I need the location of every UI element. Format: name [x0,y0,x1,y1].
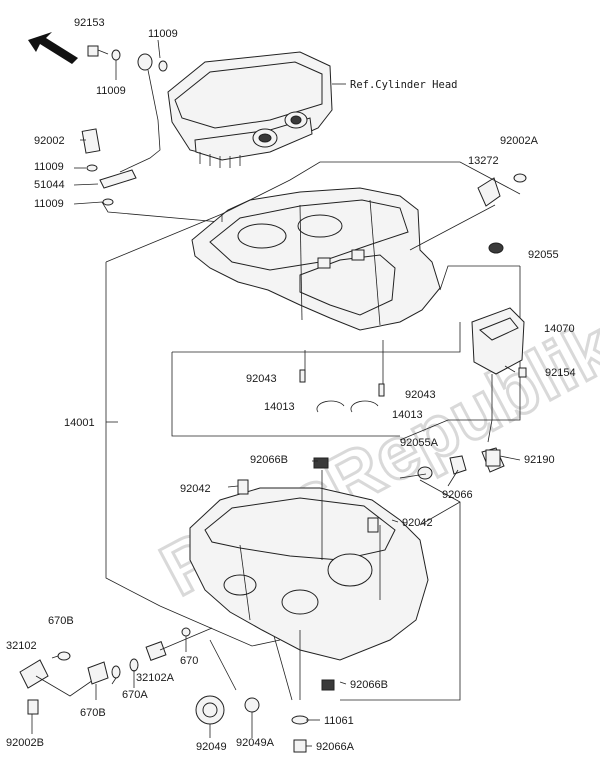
part-label-670A[interactable]: 670A [122,689,148,701]
part-label-92042-a[interactable]: 92042 [180,483,211,495]
part-label-92066B-b[interactable]: 92066B [350,679,388,691]
part-label-92049[interactable]: 92049 [196,741,227,753]
part-label-92042-b[interactable]: 92042 [402,517,433,529]
part-label-11009-b[interactable]: 11009 [96,85,126,97]
part-label-92055A[interactable]: 92055A [400,437,439,449]
part-label-14013-b[interactable]: 14013 [392,409,423,421]
part-label-92190[interactable]: 92190 [524,454,555,466]
front-direction-arrow-icon [28,32,78,64]
part-label-11061[interactable]: 11061 [324,715,354,727]
part-label-11009-d[interactable]: 11009 [34,198,64,210]
part-label-670B-a[interactable]: 670B [48,615,74,627]
part-label-92043-a[interactable]: 92043 [246,373,277,385]
part-label-92154[interactable]: 92154 [545,367,576,379]
breather-cover-drawing [471,307,527,473]
upper-crankcase-drawing [191,187,441,331]
part-label-670[interactable]: 670 [180,655,198,667]
part-label-92002B[interactable]: 92002B [6,737,44,749]
part-label-92049A[interactable]: 92049A [236,737,275,749]
part-label-51044[interactable]: 51044 [34,179,65,191]
cylinder-head-drawing [167,51,333,168]
part-label-14070[interactable]: 14070 [544,323,575,335]
part-label-11009-a[interactable]: 11009 [148,28,178,40]
part-label-32102A[interactable]: 32102A [136,672,175,684]
part-label-92066B-a[interactable]: 92066B [250,454,288,466]
part-label-92002A[interactable]: 92002A [500,135,539,147]
part-label-92066A[interactable]: 92066A [316,741,355,753]
part-label-92066[interactable]: 92066 [442,489,473,501]
part-label-32102[interactable]: 32102 [6,640,37,652]
part-label-92043-b[interactable]: 92043 [405,389,436,401]
part-label-11009-c[interactable]: 11009 [34,161,64,173]
part-label-14001[interactable]: 14001 [64,417,95,429]
part-label-670B-b[interactable]: 670B [80,707,106,719]
oil-pipe-assembly [81,45,168,206]
part-label-13272[interactable]: 13272 [468,155,499,167]
part-label-92002[interactable]: 92002 [34,135,65,147]
part-label-14013-a[interactable]: 14013 [264,401,295,413]
part-label-92153[interactable]: 92153 [74,17,105,29]
part-label-92055[interactable]: 92055 [528,249,559,261]
dowel-and-bearing-parts [299,340,385,413]
reference-cylinder-head: Ref.Cylinder Head [350,79,457,91]
